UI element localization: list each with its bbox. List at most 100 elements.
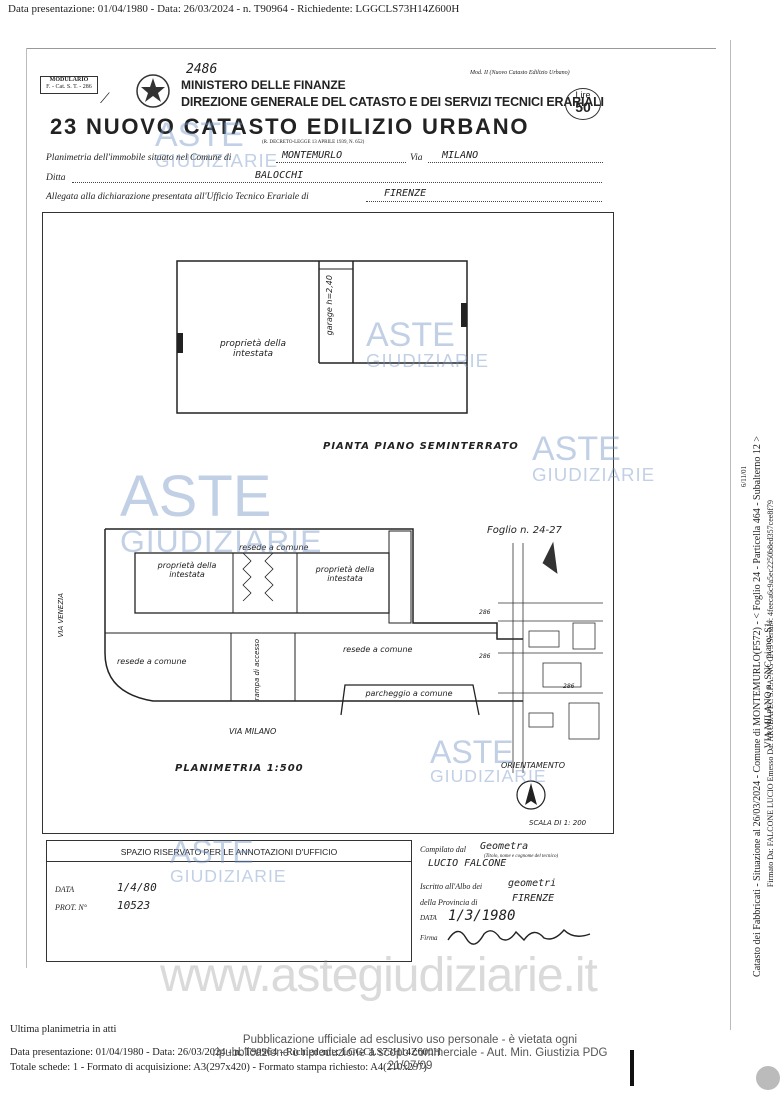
watermark-aste-large: ASTE GIUDIZIARIE xyxy=(120,468,322,558)
allegata-line xyxy=(366,191,602,202)
watermark-aste-4-text: ASTE xyxy=(430,734,514,770)
comune-line xyxy=(276,152,406,163)
allegata-value: FIRENZE xyxy=(384,188,427,199)
watermark-aste-5: ASTE GIUDIZIARIE xyxy=(170,836,287,886)
lire-stamp: Lire 50 xyxy=(565,88,601,120)
label-resede-top: resede a comune xyxy=(239,543,309,552)
watermark-aste-3: ASTE GIUDIZIARIE xyxy=(532,432,655,485)
frame-top-line xyxy=(26,48,716,49)
watermark-aste-2-text: ASTE xyxy=(366,316,455,354)
ministero-label: MINISTERO DELLE FINANZE xyxy=(181,78,346,92)
modulario-code: F. - Cat. S. T. - 286 xyxy=(46,84,92,90)
watermark-giudiziarie-4-text: GIUDIZIARIE xyxy=(430,766,547,786)
pub-line-2: ripubblicazione o riproduzione a scopo c… xyxy=(212,1047,608,1072)
allegata-label: Allegata alla dichiarazione presentata a… xyxy=(46,192,309,202)
map-number-3: 286 xyxy=(563,683,575,690)
planimetria-label: Planimetria dell'immobile situato nel Co… xyxy=(46,153,232,163)
side-catasto: Catasto dei Fabbricati - Situazione al 2… xyxy=(752,436,763,977)
emblem-icon xyxy=(134,72,172,110)
via-line xyxy=(428,152,603,163)
modulario-label: MODULARIO xyxy=(49,77,89,83)
ditta-line xyxy=(72,172,602,183)
albo-value: geometri xyxy=(508,878,557,889)
watermark-aste-text: ASTE xyxy=(120,464,272,529)
tecnico-name: LUCIO FALCONE xyxy=(428,858,507,869)
publication-notice: Pubblicazione ufficiale ad esclusivo uso… xyxy=(200,1034,620,1073)
label-proprieta-2: proprietà della intestata xyxy=(157,561,217,579)
watermark-site: www.astegiudiziarie.it xyxy=(160,949,598,1002)
annot-data-label: DATA xyxy=(55,885,75,894)
annot-prot-label: PROT. N° xyxy=(55,903,87,912)
watermark-aste-2: ASTE GIUDIZIARIE xyxy=(366,318,489,371)
watermark-giudiziarie-6-text: GIUDIZIARIE xyxy=(155,150,279,171)
label-planimetria-scale: PLANIMETRIA 1:500 xyxy=(175,763,304,774)
via-value: MILANO xyxy=(442,150,479,161)
comune-value: MONTEMURLO xyxy=(282,150,343,161)
watermark-aste-4: ASTE GIUDIZIARIE xyxy=(430,736,547,786)
provincia-value: FIRENZE xyxy=(512,893,555,904)
label-parcheggio: parcheggio a comune xyxy=(365,689,453,698)
drawing-area: proprietà della intestata garage h=2,40 … xyxy=(42,212,614,834)
ditta-value: BALOCCHI xyxy=(255,170,304,181)
compilato-value: Geometra xyxy=(480,841,529,852)
annot-data-value: 1/4/80 xyxy=(117,881,157,894)
side-firmato: Firmato Da: FALCONE LUCIO Emesso Da: ARU… xyxy=(766,500,775,888)
decree-note: (R. DECRETO-LEGGE 13 APRILE 1939, N. 652… xyxy=(262,140,365,145)
watermark-giudiziarie-text: GIUDIZIARIE xyxy=(120,523,323,559)
seal-icon xyxy=(756,1066,780,1090)
label-rampa: rampa di accesso xyxy=(253,639,261,701)
map-number-1: 286 xyxy=(479,609,491,616)
label-proprieta-3: proprietà della intestata xyxy=(315,565,375,583)
watermark-aste-6: ASTE GIUDIZIARIE xyxy=(155,118,278,171)
compilato-data-value: 1/3/1980 xyxy=(448,908,516,924)
header-info: Data presentazione: 01/04/1980 - Data: 2… xyxy=(8,3,460,15)
label-resede-mid: resede a comune xyxy=(343,645,413,654)
footer-line2: Totale schede: 1 - Formato di acquisizio… xyxy=(10,1062,427,1073)
map-number-2: 286 xyxy=(479,653,491,660)
watermark-giudiziarie-5-text: GIUDIZIARIE xyxy=(170,866,287,886)
handwritten-number: 2486 xyxy=(186,62,218,77)
footer-line1: Data presentazione: 01/04/1980 - Data: 2… xyxy=(10,1047,441,1058)
watermark-giudiziarie-3-text: GIUDIZIARIE xyxy=(532,464,656,485)
label-resede-left: resede a comune xyxy=(117,657,187,666)
page-bar xyxy=(630,1050,634,1086)
label-proprieta-1: proprietà della intestata xyxy=(219,339,287,359)
title-text: NUOVO CATASTO EDILIZIO URBANO xyxy=(86,114,530,139)
ditta-label: Ditta xyxy=(46,173,66,183)
watermark-aste-3-text: ASTE xyxy=(532,430,621,468)
modulario-box: MODULARIO F. - Cat. S. T. - 286 xyxy=(40,76,98,94)
firma-label: Firma xyxy=(420,934,438,942)
annotations-title: SPAZIO RISERVATO PER LE ANNOTAZIONI D'UF… xyxy=(47,841,411,862)
mod-reference: Mod. II (Nuovo Catasto Edilizio Urbano) xyxy=(470,70,570,76)
annot-prot-value: 10523 xyxy=(117,899,151,912)
watermark-giudiziarie-2-text: GIUDIZIARIE xyxy=(366,350,490,371)
label-pianta: PIANTA PIANO SEMINTERRATO xyxy=(323,441,519,452)
frame-right-line xyxy=(730,40,731,1030)
label-via-milano: VIA MILANO xyxy=(229,727,277,736)
lire-value: 50 xyxy=(575,99,591,115)
compilato-label: Compilato dal xyxy=(420,845,467,854)
provincia-label: della Provincia di xyxy=(420,898,478,907)
lire-label: Lire xyxy=(575,90,591,100)
via-label: Via xyxy=(410,153,423,163)
floor-plan-drawing xyxy=(104,260,603,810)
annotations-box: SPAZIO RISERVATO PER LE ANNOTAZIONI D'UF… xyxy=(46,840,412,962)
frame-left-line xyxy=(26,48,27,968)
pub-line-1: Pubblicazione ufficiale ad esclusivo uso… xyxy=(242,1034,578,1046)
compilato-data-label: DATA xyxy=(420,914,437,922)
albo-label: Iscritto all'Albo dei xyxy=(420,882,483,891)
watermark-aste-6-text: ASTE xyxy=(155,116,244,154)
footer-ultima: Ultima planimetria in atti xyxy=(10,1024,117,1035)
titolo-note: (Titolo, nome e cognome del tecnico) xyxy=(484,854,559,859)
watermark-aste-5-text: ASTE xyxy=(170,834,254,870)
side-small: 6/11/01 xyxy=(740,466,748,488)
label-orientamento: ORIENTAMENTO xyxy=(501,761,566,770)
mark-icon: ⟋ xyxy=(100,92,110,107)
label-via-venezia: VIA VENEZIA xyxy=(57,593,65,638)
label-foglio: Foglio n. 24-27 xyxy=(487,525,562,536)
label-garage: garage h=2,40 xyxy=(325,275,334,336)
title-number: 23 xyxy=(50,114,79,139)
signature-image xyxy=(444,920,594,948)
direzione-label: DIREZIONE GENERALE DEL CATASTO E DEI SER… xyxy=(181,95,604,109)
catasto-title: 23 NUOVO CATASTO EDILIZIO URBANO xyxy=(50,114,529,140)
